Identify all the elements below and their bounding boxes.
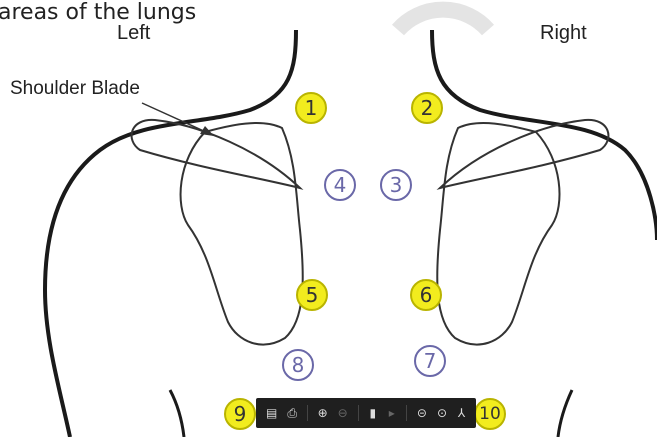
marker-2: 2 [411, 92, 443, 124]
left-lower-outline [170, 390, 184, 437]
marker-4: 4 [324, 169, 356, 201]
page-title: areas of the lungs [0, 0, 196, 25]
right-lower-outline [558, 390, 572, 437]
loading-arc [398, 10, 488, 30]
right-body-outline [432, 30, 657, 240]
left-side-label: Left [117, 22, 150, 45]
marker-7: 7 [414, 345, 446, 377]
toolbar-divider [307, 405, 308, 421]
shoulder-blade-label: Shoulder Blade [10, 78, 140, 100]
fit-icon[interactable]: ⊝ [417, 406, 427, 420]
right-side-label: Right [540, 22, 587, 45]
marker-10: 10 [474, 398, 506, 430]
marker-5: 5 [296, 279, 328, 311]
marker-3: 3 [380, 169, 412, 201]
save-icon[interactable]: ▤ [266, 406, 277, 420]
marker-8: 8 [282, 349, 314, 381]
toolbar-divider [358, 405, 359, 421]
acrobat-icon[interactable]: ⅄ [457, 406, 466, 420]
print-icon[interactable]: ⎙ [287, 406, 297, 420]
page-icon[interactable]: ▮ [368, 406, 377, 420]
marker-6: 6 [410, 279, 442, 311]
pdf-toolbar: ▤ ⎙ ⊕ ⊖ ▮ ▸ ⊝ ⊙ ⅄ [256, 398, 476, 428]
zoom-out-icon[interactable]: ⊖ [338, 406, 348, 420]
left-shoulder-blade [181, 123, 303, 345]
toolbar-divider [406, 405, 407, 421]
marker-1: 1 [295, 92, 327, 124]
right-shoulder-blade [437, 123, 559, 345]
page-nav-icon[interactable]: ▸ [387, 406, 396, 420]
zoom-in-icon[interactable]: ⊕ [318, 406, 328, 420]
marker-9: 9 [224, 398, 256, 430]
fit-width-icon[interactable]: ⊙ [437, 406, 447, 420]
